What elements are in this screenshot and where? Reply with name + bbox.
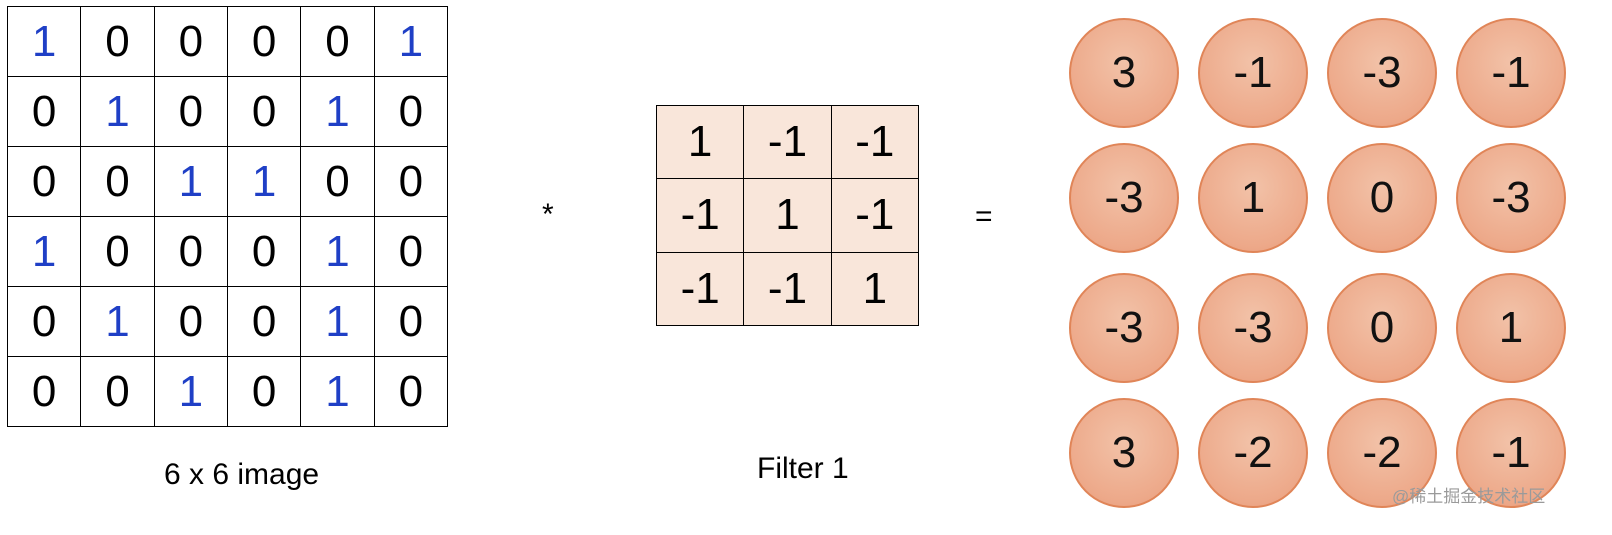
image-cell: 0 [228, 77, 302, 147]
image-cell: 0 [154, 287, 228, 357]
image-cell: 1 [301, 77, 375, 147]
output-cell: -1 [1198, 18, 1308, 128]
image-cell: 0 [154, 217, 228, 287]
image-cell: 0 [301, 147, 375, 217]
watermark: @稀土掘金技术社区 [1392, 487, 1546, 506]
image-cell: 1 [301, 287, 375, 357]
filter-cell: -1 [831, 179, 919, 253]
equals-operator: = [975, 200, 993, 233]
output-cell: -2 [1198, 398, 1308, 508]
image-cell: 0 [81, 357, 155, 427]
image-cell: 0 [374, 357, 448, 427]
image-cell: 1 [374, 7, 448, 77]
image-cell: 1 [154, 147, 228, 217]
output-cell: -3 [1456, 143, 1566, 253]
output-cell: 1 [1456, 273, 1566, 383]
output-cell: 3 [1069, 398, 1179, 508]
output-cell: -2 [1327, 398, 1437, 508]
filter-cell: -1 [657, 179, 745, 253]
filter-cell: 1 [831, 252, 919, 326]
filter-cell: -1 [831, 106, 919, 180]
image-cell: 1 [81, 287, 155, 357]
filter-caption: Filter 1 [757, 452, 849, 485]
output-cell: -3 [1327, 18, 1437, 128]
image-cell: 0 [228, 357, 302, 427]
image-cell: 0 [81, 147, 155, 217]
output-cell: 0 [1327, 143, 1437, 253]
image-cell: 1 [8, 217, 82, 287]
filter-cell: -1 [744, 106, 832, 180]
filter-cell: -1 [657, 252, 745, 326]
output-cell: -1 [1456, 18, 1566, 128]
image-cell: 0 [154, 7, 228, 77]
image-cell: 1 [8, 7, 82, 77]
image-cell: 0 [374, 287, 448, 357]
image-cell: 0 [228, 7, 302, 77]
image-cell: 1 [301, 217, 375, 287]
image-cell: 0 [8, 147, 82, 217]
image-cell: 0 [8, 357, 82, 427]
output-cell: -1 [1456, 398, 1566, 508]
image-caption: 6 x 6 image [164, 458, 320, 491]
image-cell: 1 [154, 357, 228, 427]
image-cell: 0 [154, 77, 228, 147]
image-cell: 1 [301, 357, 375, 427]
convolution-operator: * [542, 198, 554, 231]
image-cell: 0 [228, 287, 302, 357]
image-cell: 0 [8, 77, 82, 147]
image-cell: 0 [228, 217, 302, 287]
image-cell: 0 [81, 217, 155, 287]
filter-cell: 1 [744, 179, 832, 253]
image-cell: 0 [374, 217, 448, 287]
output-cell: -3 [1198, 273, 1308, 383]
image-cell: 0 [301, 7, 375, 77]
image-cell: 0 [374, 147, 448, 217]
output-cell: -3 [1069, 143, 1179, 253]
output-cell: 1 [1198, 143, 1308, 253]
output-cell: -3 [1069, 273, 1179, 383]
output-cell: 0 [1327, 273, 1437, 383]
filter-cell: 1 [657, 106, 745, 180]
image-cell: 0 [374, 77, 448, 147]
image-cell: 0 [8, 287, 82, 357]
output-cell: 3 [1069, 18, 1179, 128]
image-cell: 0 [81, 7, 155, 77]
image-cell: 1 [228, 147, 302, 217]
image-cell: 1 [81, 77, 155, 147]
filter-cell: -1 [744, 252, 832, 326]
